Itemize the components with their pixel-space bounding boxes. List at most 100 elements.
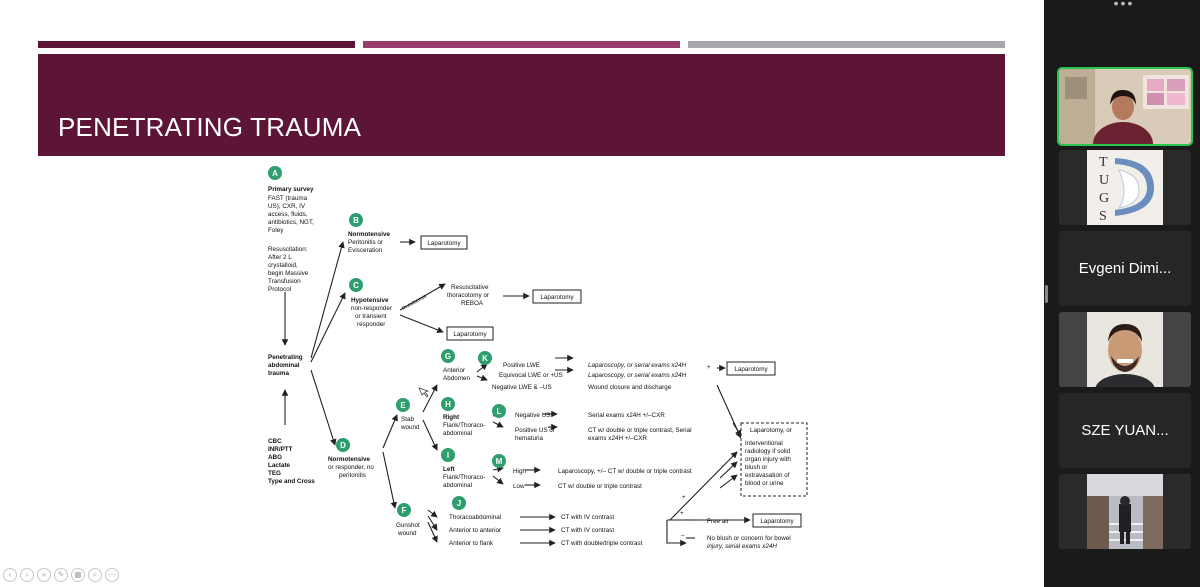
c-title: Hypotensive (351, 297, 389, 304)
more-horizontal-icon[interactable]: ••• (1113, 0, 1135, 11)
l-result: Serial exams x24H +/–CXR (588, 412, 665, 419)
minus-sign: – (681, 532, 685, 539)
c-resus-line: Resuscitative (451, 284, 489, 291)
i-line: Flank/Thoraco- (443, 474, 485, 481)
a-primary-line: Foley (268, 227, 284, 234)
free-air-laparotomy: Laparotomy (760, 518, 794, 525)
labs-line: INR/PTT (268, 446, 293, 453)
flowchart-boxes (420, 235, 808, 528)
next-slide-icon[interactable]: » (37, 568, 51, 582)
node-h-icon (441, 397, 455, 411)
m-line: Low (513, 483, 525, 490)
m-line: High (513, 468, 526, 475)
h-line: abdominal (443, 430, 472, 437)
g-line: Anterior (443, 367, 465, 374)
j-result: CT with double/triple contrast (561, 540, 643, 547)
participant-tile-outdoor[interactable] (1059, 474, 1191, 549)
node-e-icon (396, 398, 410, 412)
labs-line: Lactate (268, 462, 291, 469)
a-resus-line: begin Massive (268, 270, 309, 277)
participant-video-snow-icon (1087, 474, 1163, 549)
tugs-logo: T U G S (1087, 150, 1163, 225)
node-i-label: I (447, 451, 449, 460)
k-result: Wound closure and discharge (588, 384, 672, 391)
title-band: PENETRATING TRAUMA (38, 54, 1005, 156)
c-line: non-responder (351, 305, 392, 312)
no-blush-line: No blush or concern for bowel (707, 535, 791, 542)
pen-icon[interactable]: ✎ (54, 568, 68, 582)
free-air: Free air (707, 518, 729, 525)
grid-icon[interactable]: ▦ (71, 568, 85, 582)
more-icon[interactable]: ⋯ (105, 568, 119, 582)
c-line: responder (357, 321, 385, 328)
presenter-video-icon (1059, 69, 1191, 144)
h-line: Flank/Thoraco- (443, 422, 485, 429)
b-laparotomy: Laparotomy (427, 240, 461, 247)
j-result: CT with IV contrast (561, 527, 614, 534)
b-line: Evisceration (348, 247, 383, 254)
a-primary-line: antibiotics, NGT, (268, 219, 314, 226)
participant-video-icon (1087, 312, 1163, 387)
node-a-icon (268, 166, 282, 180)
node-i-icon (441, 448, 455, 462)
right-box-line: organ injury with (745, 456, 791, 463)
node-j-icon (452, 496, 466, 510)
slide-controls: ‹ › » ✎ ▦ ⌕ ⋯ (3, 568, 119, 582)
slide-title: PENETRATING TRAUMA (58, 112, 362, 142)
m-result: Laparoscopy, +/– CT w/ double or triple … (558, 468, 692, 475)
zoom-icon[interactable]: ⌕ (88, 568, 102, 582)
node-g-icon (441, 349, 455, 363)
node-f-label: F (402, 506, 407, 515)
k-plus: + (707, 364, 711, 371)
k-laparotomy: Laparotomy (734, 366, 768, 373)
f-line: Gunshot (396, 522, 420, 529)
plus-sign: + (680, 510, 684, 517)
participant-tile-evgeni[interactable]: Evgeni Dimi... (1059, 231, 1191, 306)
header-bar-3 (688, 41, 1005, 48)
node-d-label: D (340, 441, 346, 450)
c-laparotomy-2: Laparotomy (453, 331, 487, 338)
cursor-icon (418, 387, 430, 398)
node-l-icon (492, 404, 506, 418)
participant-tile-tugs[interactable]: T U G S (1059, 150, 1191, 225)
a-resus-line: crystalloid, (268, 262, 298, 269)
svg-text:T: T (1099, 155, 1108, 170)
labs-line: CBC (268, 438, 282, 445)
labs-line: TEG (268, 470, 281, 477)
trauma-flowchart: A Primary survey FAST (trauma US), CXR, … (268, 166, 808, 550)
participant-tile-camera[interactable] (1059, 312, 1191, 387)
plus-sign: + (682, 494, 686, 501)
prev-slide-icon[interactable]: ‹ (3, 568, 17, 582)
m-result: CT w/ double or triple contrast (558, 483, 642, 490)
svg-text:U: U (1099, 173, 1109, 188)
node-h-label: H (445, 400, 451, 409)
node-b-icon (349, 213, 363, 227)
participant-tile-presenter[interactable] (1057, 67, 1193, 146)
b-title: Normotensive (348, 231, 390, 238)
right-box-line: blood or urine (745, 480, 784, 487)
a-primary-line: access, fluids, (268, 211, 308, 218)
participant-tile-sze[interactable]: SZE YUAN... (1059, 393, 1191, 468)
node-a-label: A (272, 169, 278, 178)
b-line: Peritonitis or (348, 239, 383, 246)
c-resus-line: REBOA (461, 300, 484, 307)
c-laparotomy-1: Laparotomy (540, 294, 574, 301)
node-m-icon (492, 454, 506, 468)
center-label: Penetrating (268, 354, 303, 361)
a-resus-line: Transfusion (268, 278, 301, 285)
node-g-label: G (445, 352, 451, 361)
f-line: wound (397, 530, 417, 537)
svg-text:G: G (1099, 191, 1109, 206)
center-label: trauma (268, 370, 289, 377)
panel-resize-handle[interactable] (1045, 285, 1048, 303)
right-box-line: extravasation of (745, 472, 790, 479)
d-line: or responder, no (328, 464, 374, 471)
k-result: Laparoscopy, or serial exams x24H (588, 372, 687, 379)
shared-slide: PENETRATING TRAUMA (0, 0, 1044, 587)
flowchart-arrows (281, 238, 751, 547)
header-bar-1 (38, 41, 355, 48)
right-box-line: radiology if solid (745, 448, 791, 455)
node-c-label: C (353, 281, 359, 290)
play-icon[interactable]: › (20, 568, 34, 582)
node-l-label: L (497, 407, 502, 416)
